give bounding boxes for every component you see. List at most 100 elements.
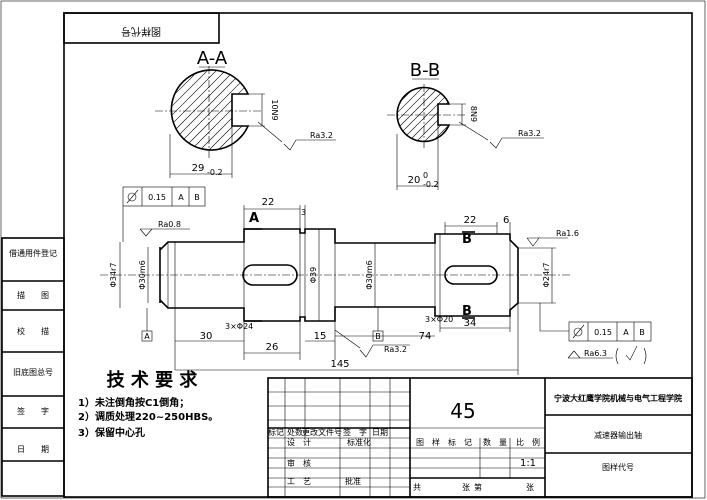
tb-approve: 批准 (345, 476, 361, 486)
tb-sheet-total: 共 (413, 483, 421, 492)
dim-chamfer-b: 3×Φ20 (425, 315, 453, 324)
dim-total: 145 (330, 359, 349, 370)
datum-a-label: A (144, 332, 150, 341)
tech-item-3: 3）保留中心孔 (78, 426, 145, 439)
side-cell-2: 校 描 (17, 326, 49, 336)
side-cell-1: 描 图 (17, 290, 49, 300)
dia-d4: Φ30m6 (365, 260, 374, 289)
tb-col-label-0: 图 样 标 记 (416, 437, 472, 447)
side-cell-3: 旧底图总号 (13, 367, 53, 377)
hatch-line (428, 87, 449, 142)
hatch-line (397, 87, 418, 142)
ra-general: Ra6.3 (584, 349, 607, 358)
hatch-line (171, 70, 220, 150)
tol-frame-right: 0.15 A B (539, 303, 652, 342)
tb-sheet-unit1: 张 (462, 483, 470, 492)
dim-key-a-len: 22 (262, 197, 275, 208)
dia-d1: Φ34r7 (109, 263, 118, 288)
tb-sheet-num: 第 (474, 482, 482, 492)
top-code-label: 图样代号 (121, 25, 161, 38)
tb-head-2: 更改文件号 (302, 427, 342, 437)
hatch-line (333, 85, 393, 145)
hatch-line (171, 70, 202, 150)
dim-len-74: 74 (419, 331, 432, 342)
tb-drawing-code: 图样代号 (602, 462, 634, 472)
tb-head-0: 标记 (268, 427, 284, 437)
tb-role-process: 工 艺 (287, 477, 311, 486)
side-registration-table: 借通用件登记 描 图 校 描 旧底图总号 签 字 日 期 (1, 237, 65, 497)
section-aa-title: A-A (197, 48, 228, 69)
hatch-line (176, 70, 248, 150)
tech-item-2: 2）调质处理220~250HBS。 (78, 410, 218, 423)
tb-head-1: 处数 (287, 427, 303, 437)
keyway-a (242, 264, 298, 286)
section-bb-title: B-B (410, 60, 441, 81)
aa-dim-main: 29 (192, 163, 205, 174)
tb-scale: 1:1 (520, 458, 536, 469)
svg-text:0.15: 0.15 (594, 328, 612, 337)
inner-border (63, 12, 693, 498)
section-b-label-bottom: B (462, 304, 472, 319)
hatch-line (171, 70, 229, 150)
tb-head-3: 签 字 (343, 427, 367, 437)
tb-role-design: 设 计 (287, 437, 311, 447)
dim-len-26: 26 (266, 342, 279, 353)
bb-keyway-depth: 8N9 (469, 106, 478, 122)
ra-bottom: Ra3.2 (384, 345, 407, 354)
section-a-label-top: A (249, 211, 259, 226)
aa-roughness: Ra3.2 (310, 131, 333, 140)
tol-frame-left: 0.15 A B (122, 186, 206, 242)
bb-dim-tol: -0.2 (423, 180, 439, 189)
dim-chamfer-a: 3×Φ24 (225, 322, 253, 331)
ra-right: Ra1.6 (556, 229, 579, 238)
tb-role-check: 审 核 (287, 458, 311, 468)
aa-keyway-depth: 10N9 (270, 99, 279, 120)
hatch-line (239, 70, 248, 150)
dia-d3: Φ39 (309, 267, 318, 283)
hatch-line (171, 70, 238, 150)
section-bb: B-B 8N9 Ra3.2 20 0 -0.2 (333, 60, 544, 190)
tb-part-name: 减速器输出轴 (594, 430, 642, 440)
tb-material: 45 (450, 399, 475, 423)
bb-dim-tol-top: 0 (423, 171, 428, 180)
keyway-b (444, 265, 498, 285)
dim-key-a-off: 3 (301, 208, 306, 217)
aa-dim-tol: -0.2 (207, 168, 223, 177)
side-cell-0: 借通用件登记 (9, 248, 57, 258)
tech-requirements: 技 术 要 求 1）未注倒角按C1倒角； 2）调质处理220~250HBS。 3… (78, 369, 218, 439)
svg-text:B: B (639, 328, 645, 337)
tb-col-label-2: 比 例 (516, 437, 540, 447)
dia-d5: Φ24r7 (542, 263, 551, 288)
tb-head-4: 日期 (372, 428, 388, 437)
hatch-line (212, 70, 248, 150)
hatch-line (171, 70, 211, 150)
tb-col-label-1: 数 量 (483, 437, 507, 447)
bb-roughness: Ra3.2 (518, 129, 541, 138)
dim-key-b-off: 6 (503, 215, 509, 226)
side-cell-4: 签 字 (17, 406, 49, 416)
hatch-line (397, 87, 426, 142)
dia-d2: Φ30m6 (138, 260, 147, 289)
shaft-main-view: A B B Φ34r7 Φ30m6 Φ39 Φ30m6 Φ24r7 22 3 2… (100, 186, 652, 375)
title-block: 标记 处数 更改文件号 签 字 日期 设 计 标准化 审 核 工 艺 批准 45… (267, 377, 693, 498)
tb-role-std: 标准化 (347, 437, 371, 447)
tech-item-1: 1）未注倒角按C1倒角； (78, 396, 189, 409)
hatch-line (397, 87, 410, 142)
top-code-box (63, 12, 220, 44)
hatch-line (420, 87, 449, 142)
svg-text:A: A (623, 328, 629, 337)
svg-text:A: A (178, 193, 184, 202)
tb-sheet-unit2: 张 (526, 483, 534, 492)
tech-title: 技 术 要 求 (107, 369, 199, 391)
svg-text:0.15: 0.15 (148, 193, 166, 202)
hatch-line (185, 70, 248, 150)
hatch-line (171, 70, 248, 150)
side-cell-5: 日 期 (17, 445, 49, 454)
bb-dim-main: 20 (408, 175, 421, 186)
datum-b-label: B (375, 332, 381, 341)
dim-len-34: 34 (464, 318, 477, 329)
section-aa: A-A 10N9 Ra3.2 29 -0.2 (155, 48, 336, 178)
dim-key-b-len: 22 (464, 215, 477, 226)
tb-school: 宁波大红鹰学院机械与电气工程学院 (554, 393, 682, 403)
